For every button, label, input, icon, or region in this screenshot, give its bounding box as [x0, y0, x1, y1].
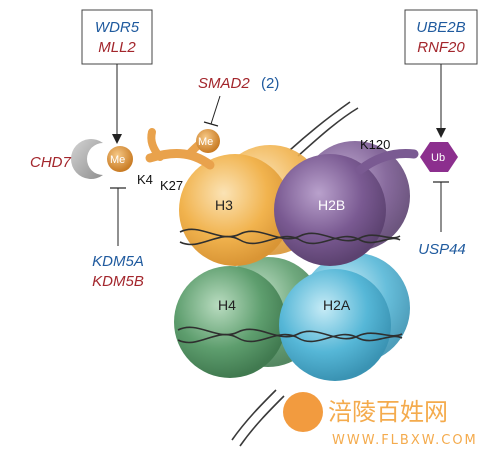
- watermark: 涪陵百姓网 WWW.FLBXW.COM: [283, 392, 478, 448]
- ube2b-label: UBE2B: [416, 19, 465, 36]
- methyl-left-icon: [107, 146, 133, 172]
- h3-label: H3: [215, 197, 233, 213]
- dna-strand-back: [231, 101, 359, 447]
- chd7-reader-icon: [71, 139, 103, 179]
- rnf20-label: RNF20: [417, 39, 465, 56]
- ubiquitin-icon: [420, 142, 458, 172]
- watermark-url: WWW.FLBXW.COM: [332, 433, 478, 448]
- methyl-top-icon: [196, 129, 220, 153]
- h2b-label: H2B: [318, 197, 345, 213]
- smad2-inhibit-line: [210, 95, 221, 125]
- h4-label: H4: [218, 297, 236, 313]
- kdm5a-label: KDM5A: [92, 253, 144, 270]
- h4-sphere: [174, 266, 286, 378]
- h2b-tail: [355, 149, 419, 175]
- h3-sphere: [179, 154, 291, 266]
- methyl-left-label: Me: [110, 154, 125, 166]
- dna-wrap-upper: [179, 228, 401, 246]
- k4-label: K4: [137, 172, 153, 187]
- watermark-text-cn: 涪陵百姓网: [328, 398, 448, 426]
- mll2-label: MLL2: [98, 39, 136, 56]
- watermark-logo-icon: [283, 392, 323, 432]
- h2a-label: H2A: [323, 297, 351, 313]
- smad2-label: SMAD2: [198, 75, 250, 92]
- methyl-top-label: Me: [198, 136, 213, 148]
- k27-label: K27: [160, 178, 183, 193]
- k120-label: K120: [360, 137, 390, 152]
- kdm5b-label: KDM5B: [92, 273, 144, 290]
- dna-wrap-lower: [177, 326, 403, 344]
- chd7-label: CHD7: [30, 154, 71, 171]
- arrowhead-right-icon: [436, 128, 446, 138]
- writer-box-left: [81, 9, 153, 65]
- smad2-count-label: (2): [261, 75, 279, 92]
- wdr5-label: WDR5: [95, 19, 140, 36]
- smad2-inhibit-bar: [203, 121, 219, 127]
- usp44-label: USP44: [418, 241, 466, 258]
- h2a-sphere: [279, 269, 391, 381]
- h2b-sphere: [274, 154, 386, 266]
- ubiquitin-label: Ub: [431, 152, 445, 164]
- arrowhead-left-icon: [112, 134, 122, 144]
